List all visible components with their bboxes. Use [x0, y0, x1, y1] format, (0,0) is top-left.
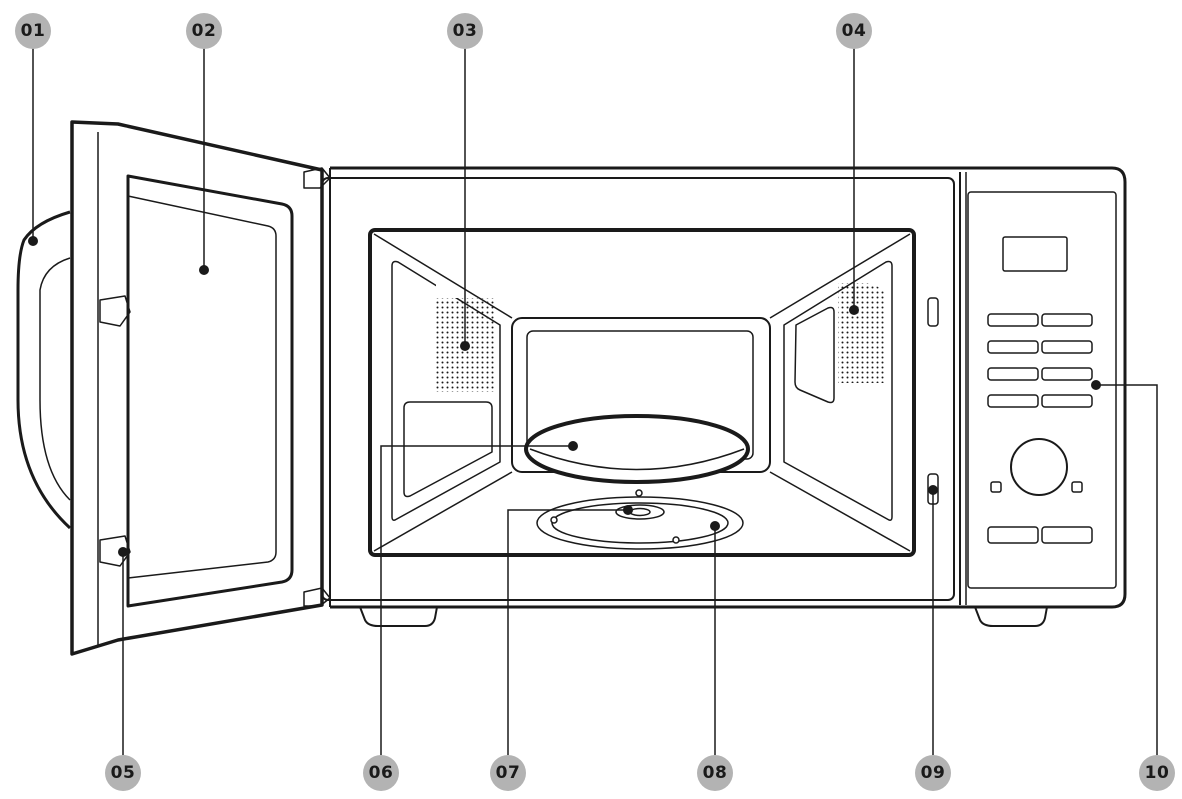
- callout-07: 07: [490, 755, 526, 791]
- callout-02-label: 02: [191, 21, 217, 41]
- callout-10-label: 10: [1144, 763, 1170, 783]
- leader-dot-09: [928, 485, 938, 495]
- callout-02: 02: [186, 13, 222, 49]
- callout-01: 01: [15, 13, 51, 49]
- callout-07-label: 07: [495, 763, 521, 783]
- leader-dot-07: [623, 505, 633, 515]
- callout-08-label: 08: [702, 763, 728, 783]
- callout-06-label: 06: [368, 763, 394, 783]
- leader-dot-05: [118, 547, 128, 557]
- leader-dot-04: [849, 305, 859, 315]
- leader-dots: [28, 236, 1101, 557]
- leader-dot-02: [199, 265, 209, 275]
- door: [16, 120, 331, 656]
- callout-03: 03: [447, 13, 483, 49]
- callout-10: 10: [1139, 755, 1175, 791]
- oven-cavity: [368, 228, 939, 557]
- leader-lines: [32, 48, 1158, 755]
- control-panel: [967, 191, 1117, 589]
- leader-dot-10: [1091, 380, 1101, 390]
- leader-dot-01: [28, 236, 38, 246]
- callout-05: 05: [105, 755, 141, 791]
- callout-09: 09: [915, 755, 951, 791]
- callout-04-label: 04: [841, 21, 867, 41]
- callout-06: 06: [363, 755, 399, 791]
- callout-01-label: 01: [20, 21, 46, 41]
- leader-dot-06: [568, 441, 578, 451]
- leader-dot-03: [460, 341, 470, 351]
- leader-dot-08: [710, 521, 720, 531]
- callout-08: 08: [697, 755, 733, 791]
- callout-04: 04: [836, 13, 872, 49]
- callout-09-label: 09: [920, 763, 946, 783]
- callout-03-label: 03: [452, 21, 478, 41]
- vent-holes-right: [838, 283, 884, 383]
- callout-05-label: 05: [110, 763, 136, 783]
